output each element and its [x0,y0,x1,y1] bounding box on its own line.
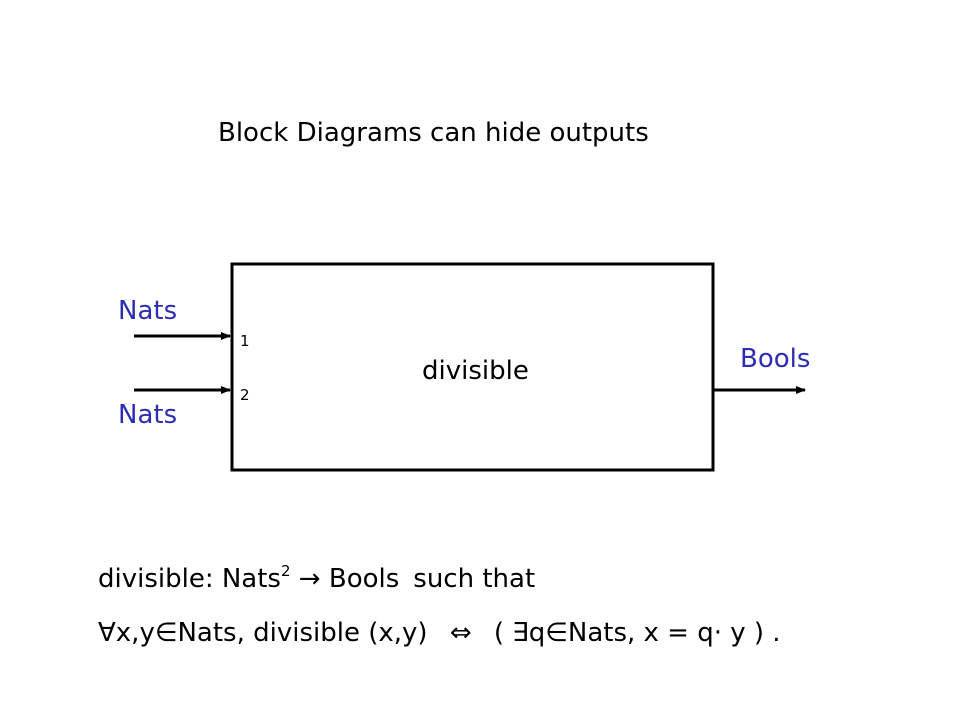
maps-to-arrow: → [298,564,321,594]
block-name: divisible [422,356,529,386]
input-type-label-1: Nats [118,296,178,326]
formula-definition: ∀x,y∈Nats, divisible (x,y) ⇔ ( ∃q∈Nats, … [98,618,781,648]
iff-symbol: ⇔ [449,618,472,648]
port-number-2: 2 [240,386,250,404]
domain-type: Nats [221,564,281,594]
exists-clause: ( ∃q∈Nats, x = q· y ) . [493,618,781,648]
forall-clause: ∀x,y∈Nats, divisible (x,y) [98,618,428,648]
port-number-1: 1 [240,332,250,350]
domain-exponent: 2 [280,562,291,580]
qualifier-text: such that [413,564,536,594]
output-type-label: Bools [740,344,811,374]
page-title: Block Diagrams can hide outputs [218,118,649,148]
formula-signature: divisible: Nats2 → Bools such that [98,562,535,594]
function-name: divisible: [98,564,214,594]
divisible-block [230,262,715,472]
codomain-type: Bools [328,564,400,594]
input-type-label-2: Nats [118,400,178,430]
